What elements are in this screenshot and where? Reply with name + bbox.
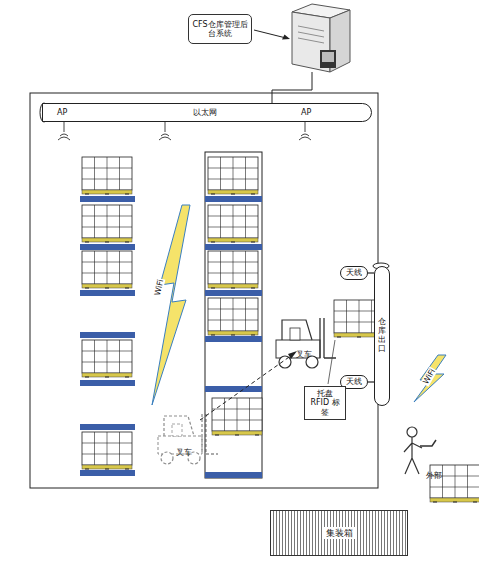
container-box: 集装箱 bbox=[270, 510, 408, 556]
server-icon bbox=[292, 4, 350, 72]
node-text: AP bbox=[57, 108, 67, 117]
node-text: 天线 bbox=[346, 377, 362, 386]
node-text: 集装箱 bbox=[322, 527, 357, 539]
antenna: 天线 bbox=[340, 266, 368, 280]
callout-box: CFS仓库管理后台系统 bbox=[188, 14, 252, 44]
forklift-label: 叉车 bbox=[296, 349, 312, 360]
wifi-label: WiFi bbox=[153, 278, 166, 298]
node-text: 天线 bbox=[346, 268, 362, 277]
node-text: 托盘 RFID 标签 bbox=[307, 389, 343, 417]
rfid-tag-box: 托盘 RFID 标签 bbox=[304, 386, 346, 420]
node-text: 仓库出口 bbox=[378, 318, 386, 353]
forklift-label: 叉车 bbox=[176, 447, 192, 458]
ethernet-pipe: AP 以太网 AP bbox=[42, 103, 372, 122]
exit-pipe: 仓库出口 bbox=[374, 266, 390, 406]
node-text: AP bbox=[301, 108, 311, 117]
person-label: 外部 bbox=[426, 470, 442, 481]
node-text: CFS仓库管理后台系统 bbox=[191, 20, 249, 38]
node-text: 以太网 bbox=[193, 108, 217, 117]
